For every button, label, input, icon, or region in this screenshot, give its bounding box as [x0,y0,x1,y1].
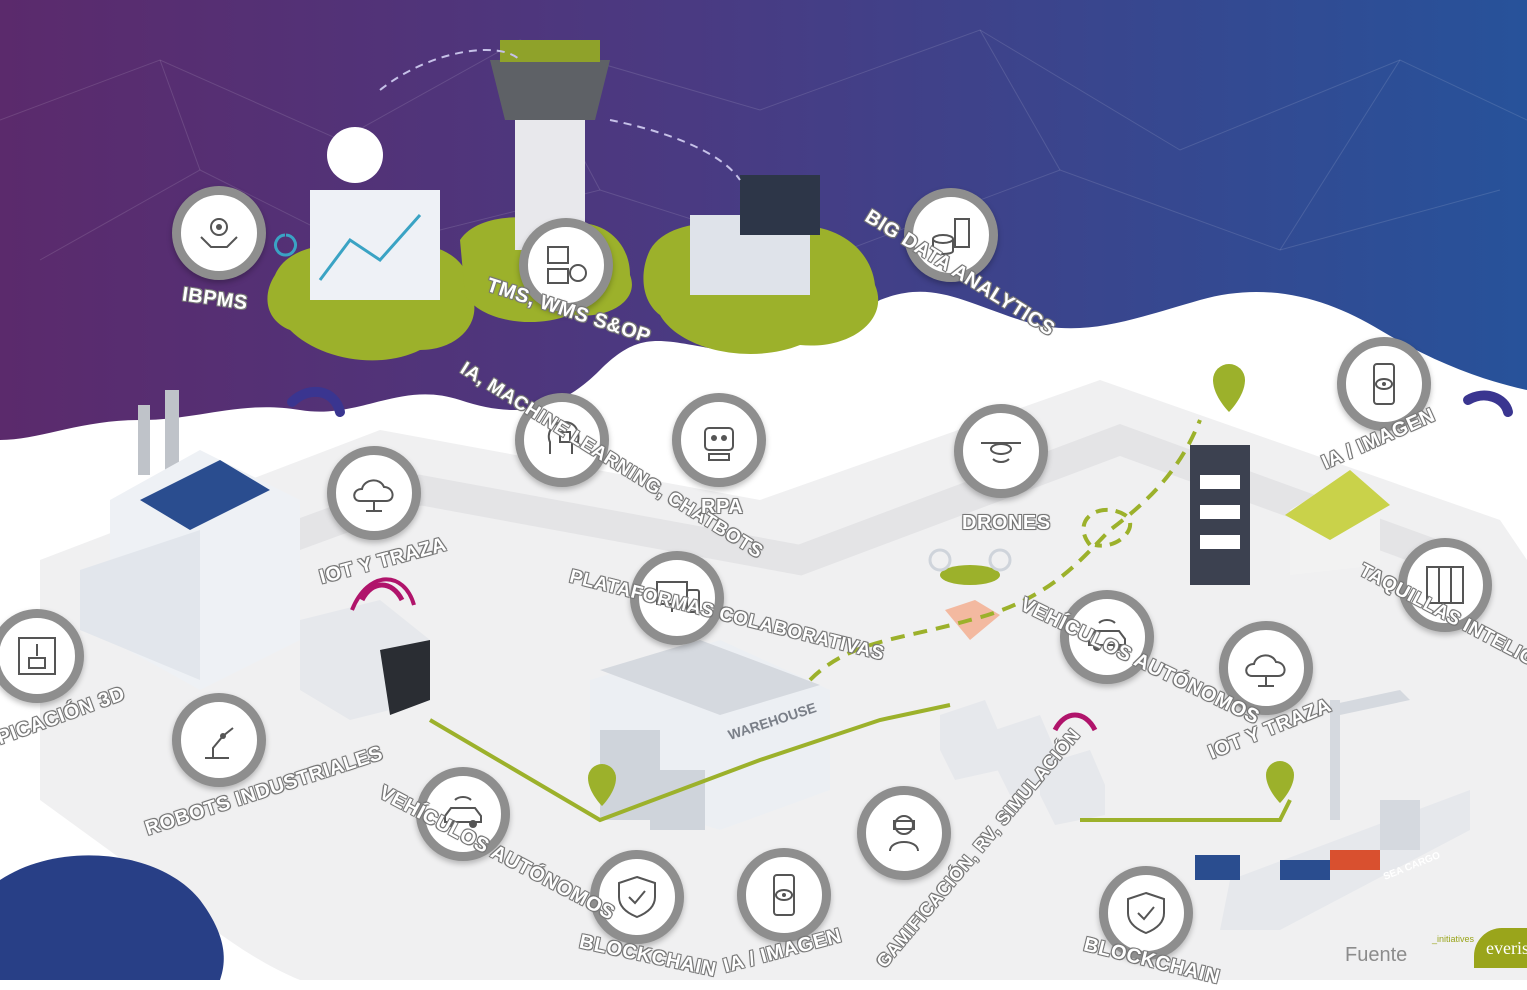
corner-blob [0,855,224,980]
robot-head-icon [704,427,734,461]
autonomous-shuttles [940,700,1105,825]
vehiculos-left-node [416,767,510,861]
blockchain-right-node [1099,866,1193,960]
brain-chip-icon [547,420,580,454]
phone-eye-icon [773,874,795,916]
printer-3d-icon [18,637,56,675]
dashed-route [808,419,1202,682]
vehiculos-right-node [1060,590,1154,684]
taquillas-node [1398,538,1492,632]
phone-eye-icon [1373,363,1395,405]
car-icon [444,796,482,828]
cloud-wifi-icon [1245,654,1286,687]
initiatives-text: _initiatives [1432,934,1475,944]
shield-icon [618,875,656,919]
source-label: Fuente [1345,944,1408,966]
vr-headset-icon [889,815,919,852]
ia-imagen-top-node [1337,337,1431,431]
bigdata-node [904,188,998,282]
factory [80,390,300,690]
warehouse: WAREHOUSE [590,640,830,830]
ia-ml-node [515,393,609,487]
rpa-label: RPA [701,496,744,518]
lockers-icon [1426,566,1464,604]
drone-illustration [928,548,1012,640]
ia-imagen-bottom-node [737,848,831,942]
dashboard-icon [547,246,587,284]
robot-arm-icon [205,727,234,759]
car-icon [1088,619,1126,651]
drone-icon [981,442,1021,463]
map-pins [588,364,1294,806]
cloud-wifi-icon [353,479,394,512]
truck [300,577,430,720]
gear-hands-icon [200,218,238,248]
plataformas-node [630,551,724,645]
drones-label: DRONES [962,512,1051,534]
impresion-node [0,609,84,703]
robots-node [172,693,266,787]
devices-icon [656,581,700,613]
gamificacion-node [857,786,951,880]
rpa-node [672,393,766,487]
iot-right-node [1219,621,1313,715]
shield-icon [1127,891,1165,935]
brand-logo: everis [1474,928,1527,968]
blockchain-left-node [590,850,684,944]
ibpms-node [172,186,266,280]
database-icon [932,218,970,255]
kiosk-house [1190,445,1390,585]
tms-node [519,218,613,312]
drones-node [954,404,1048,498]
iot-left-node [327,446,421,540]
port-ship: SEA CARGO [1195,690,1470,930]
solid-route [428,703,1292,823]
